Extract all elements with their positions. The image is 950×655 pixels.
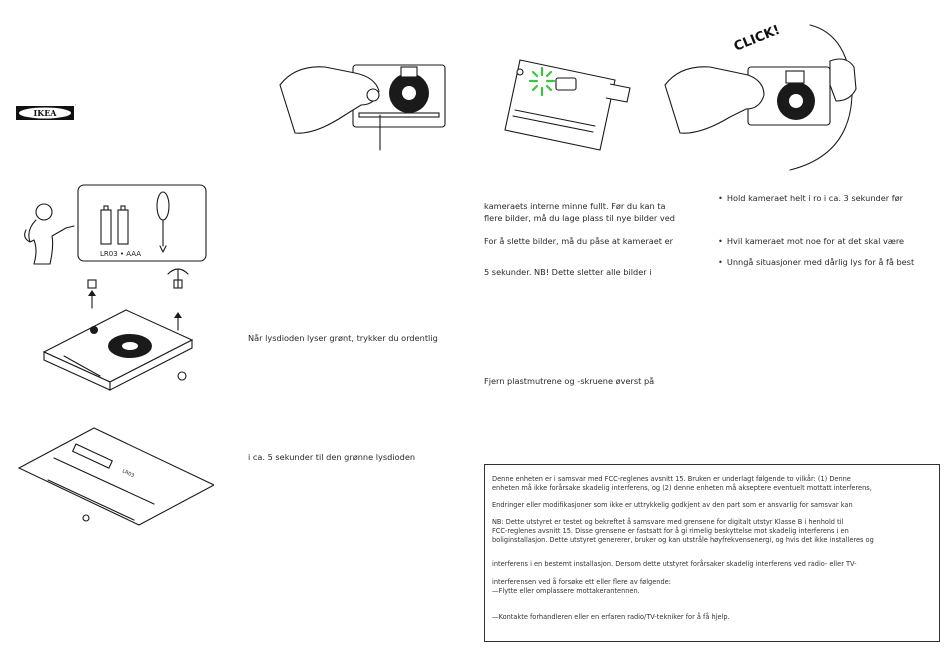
remove-nuts-text: Fjern plastmutrene og -skruene øverst på: [484, 376, 655, 386]
battery-instructions-illustration: LR03 • AAA LR03: [17, 184, 214, 526]
tip-rest-camera: Hvil kameraet mot noe for at det skal væ…: [718, 236, 904, 247]
person-icon: [24, 203, 75, 265]
delete-photos-text: For å slette bilder, må du påse at kamer…: [484, 236, 674, 246]
fcc-text-line: enheten må ikke forårsake skadelig inter…: [492, 484, 872, 492]
fcc-notice-box: Denne enheten er i samsvar med FCC-regle…: [484, 464, 940, 642]
fcc-text-line: NB: Dette utstyret er testet og bekrefte…: [492, 518, 844, 526]
camera-body-isometric: [42, 309, 194, 391]
screw-icon: [87, 268, 189, 331]
green-led-icon: [528, 66, 556, 97]
fcc-text-line: interferensen ved å forsøke ett eller fl…: [492, 578, 671, 586]
logo-registered-mark: ®: [75, 102, 76, 109]
instruction-led-green: Når lysdioden lyser grønt, trykker du or…: [248, 333, 438, 343]
delete-warning-text: 5 sekunder. NB! Dette sletter alle bilde…: [484, 267, 652, 277]
click-text: CLICK!: [732, 23, 782, 55]
fcc-text-line: —Flytte eller omplassere mottakerantenne…: [492, 587, 640, 595]
battery-box: [77, 184, 207, 262]
fcc-text-line: —Kontakte forhandleren eller en erfaren …: [492, 613, 730, 621]
battery-type-label: LR03 • AAA: [100, 250, 141, 258]
take-photo-illustration: CLICK!: [664, 23, 857, 171]
screwdriver-icon: [156, 191, 170, 253]
tip-hold-still: Hold kameraet helt i ro i ca. 3 sekunder…: [718, 193, 903, 204]
fcc-text-line: FCC-reglenes avsnitt 15. Disse grensene …: [492, 527, 849, 535]
battery-icon: [100, 205, 129, 245]
memory-full-text: kameraets interne minne fullt. Før du ka…: [484, 201, 666, 211]
battery-label-on-camera: LR03: [121, 468, 135, 479]
camera-back-cover: LR03: [17, 427, 214, 526]
logo-text: IKEA: [34, 108, 58, 118]
fcc-text-line: Endringer eller modifikasjoner som ikke …: [492, 501, 853, 509]
press-button-illustration: [279, 64, 446, 151]
led-board-illustration: [504, 59, 631, 151]
memory-space-text: flere bilder, må du lage plass til nye b…: [484, 213, 675, 223]
left-hand-icon: [664, 66, 765, 134]
fcc-text-line: Denne enheten er i samsvar med FCC-regle…: [492, 475, 851, 483]
hand-icon: [279, 66, 380, 134]
tip-avoid-low-light: Unngå situasjoner med dårlig lys for å f…: [718, 257, 914, 268]
right-hand-icon: [829, 58, 857, 102]
instruction-led-wait: i ca. 5 sekunder til den grønne lysdiode…: [248, 452, 416, 462]
fcc-text-line: boliginstallasjon. Dette utstyret genere…: [492, 536, 874, 544]
fcc-text-line: interferens i en bestemt installasjon. D…: [492, 560, 857, 568]
ikea-logo: IKEA ®: [16, 102, 76, 122]
